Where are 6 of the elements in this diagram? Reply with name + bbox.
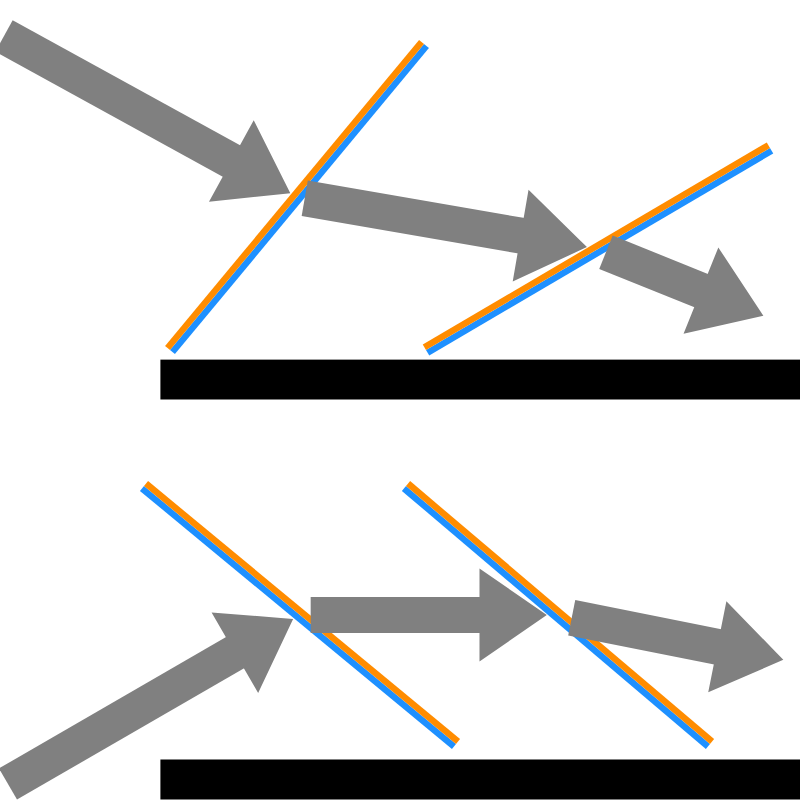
- base-plate: [160, 759, 800, 800]
- base-plate: [160, 359, 800, 400]
- mirror: [422, 142, 774, 356]
- mirror: [139, 481, 461, 749]
- mirror: [401, 481, 715, 749]
- mirror: [165, 39, 429, 355]
